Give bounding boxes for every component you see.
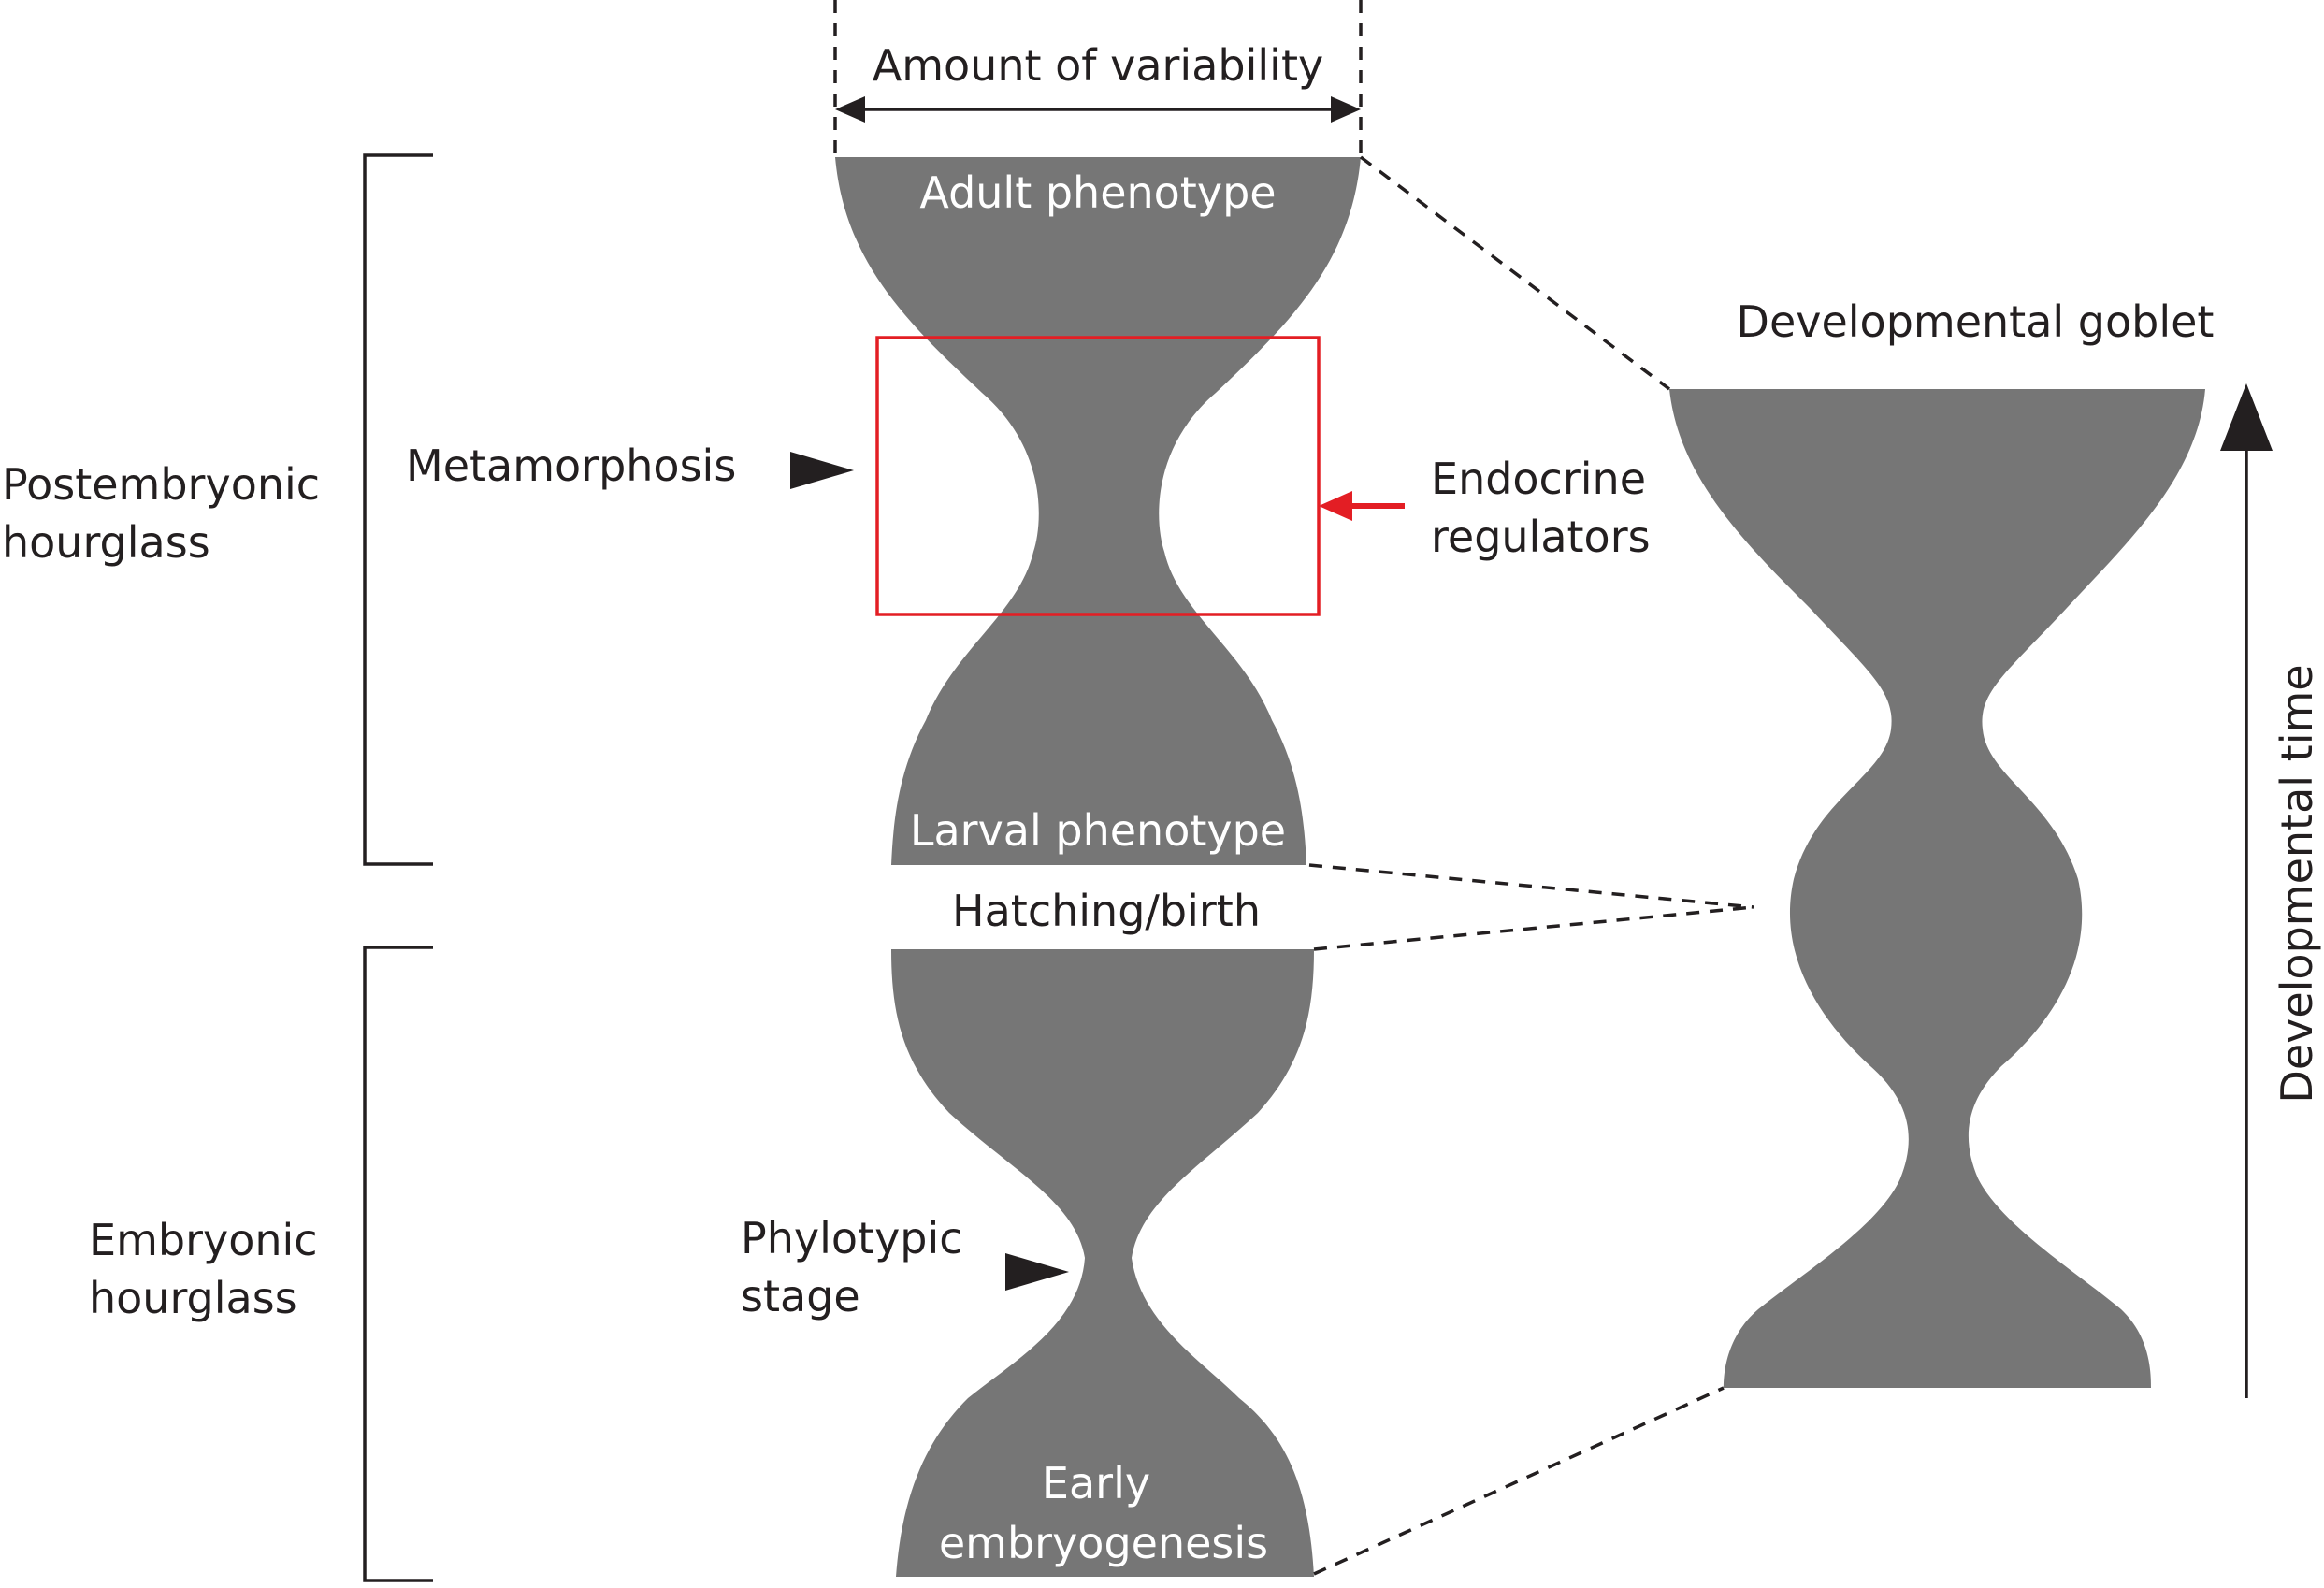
developmental-time-axis: Developmental time [2220, 383, 2322, 1398]
goblet-connectors [1308, 155, 1754, 1576]
early-embryogenesis-label-line2: embryogenesis [939, 1518, 1268, 1568]
developmental-time-arrowhead [2220, 383, 2273, 451]
metamorphosis-label: Metamorphosis [406, 440, 736, 491]
postembryonic-hourglass-shape [835, 157, 1361, 865]
endocrine-label-line1: Endocrine [1431, 454, 1646, 504]
phylotypic-label-line1: Phylotypic [741, 1213, 963, 1263]
larval-phenotype-label: Larval phenotype [910, 805, 1286, 856]
amount-of-variability-label: Amount of variability [873, 40, 1323, 91]
connector-hatching-to-goblet-waist [1313, 905, 1754, 951]
developmental-time-label: Developmental time [2272, 664, 2322, 1103]
embryonic-label-line2: hourglass [89, 1273, 297, 1323]
developmental-goblet-title: Developmental goblet [1737, 296, 2215, 347]
variability-indicator: Amount of variability [833, 0, 1363, 157]
early-embryogenesis-label-line1: Early [1042, 1458, 1150, 1509]
hatching-birth-label: Hatching/birth [952, 886, 1261, 936]
endocrine-arrowhead-icon [1319, 491, 1352, 521]
metamorphosis-highlight-box [875, 336, 1321, 616]
postembryonic-bracket [363, 153, 433, 866]
postembryonic-label-line1: Postembryonic [2, 459, 320, 510]
connector-adult-to-goblet-top [1359, 155, 1671, 391]
variability-arrowhead-right [1331, 96, 1361, 123]
metamorphosis-arrowhead-icon [790, 452, 854, 489]
connector-larval-to-goblet-waist [1308, 863, 1754, 909]
adult-phenotype-label: Adult phenotype [919, 167, 1276, 218]
phylotypic-arrowhead-icon [1005, 1253, 1069, 1291]
embryonic-label-line1: Embryonic [89, 1215, 318, 1265]
postembryonic-label-line2: hourglass [2, 517, 210, 568]
embryonic-bracket [363, 946, 433, 1582]
variability-arrowhead-left [835, 96, 865, 123]
connector-embryo-to-goblet-base [1313, 1386, 1725, 1576]
developmental-goblet-shape [1669, 389, 2205, 1388]
embryonic-hourglass-shape [891, 949, 1314, 1577]
endocrine-label-line2: regulators [1431, 512, 1651, 562]
phylotypic-label-line2: stage [741, 1271, 860, 1321]
